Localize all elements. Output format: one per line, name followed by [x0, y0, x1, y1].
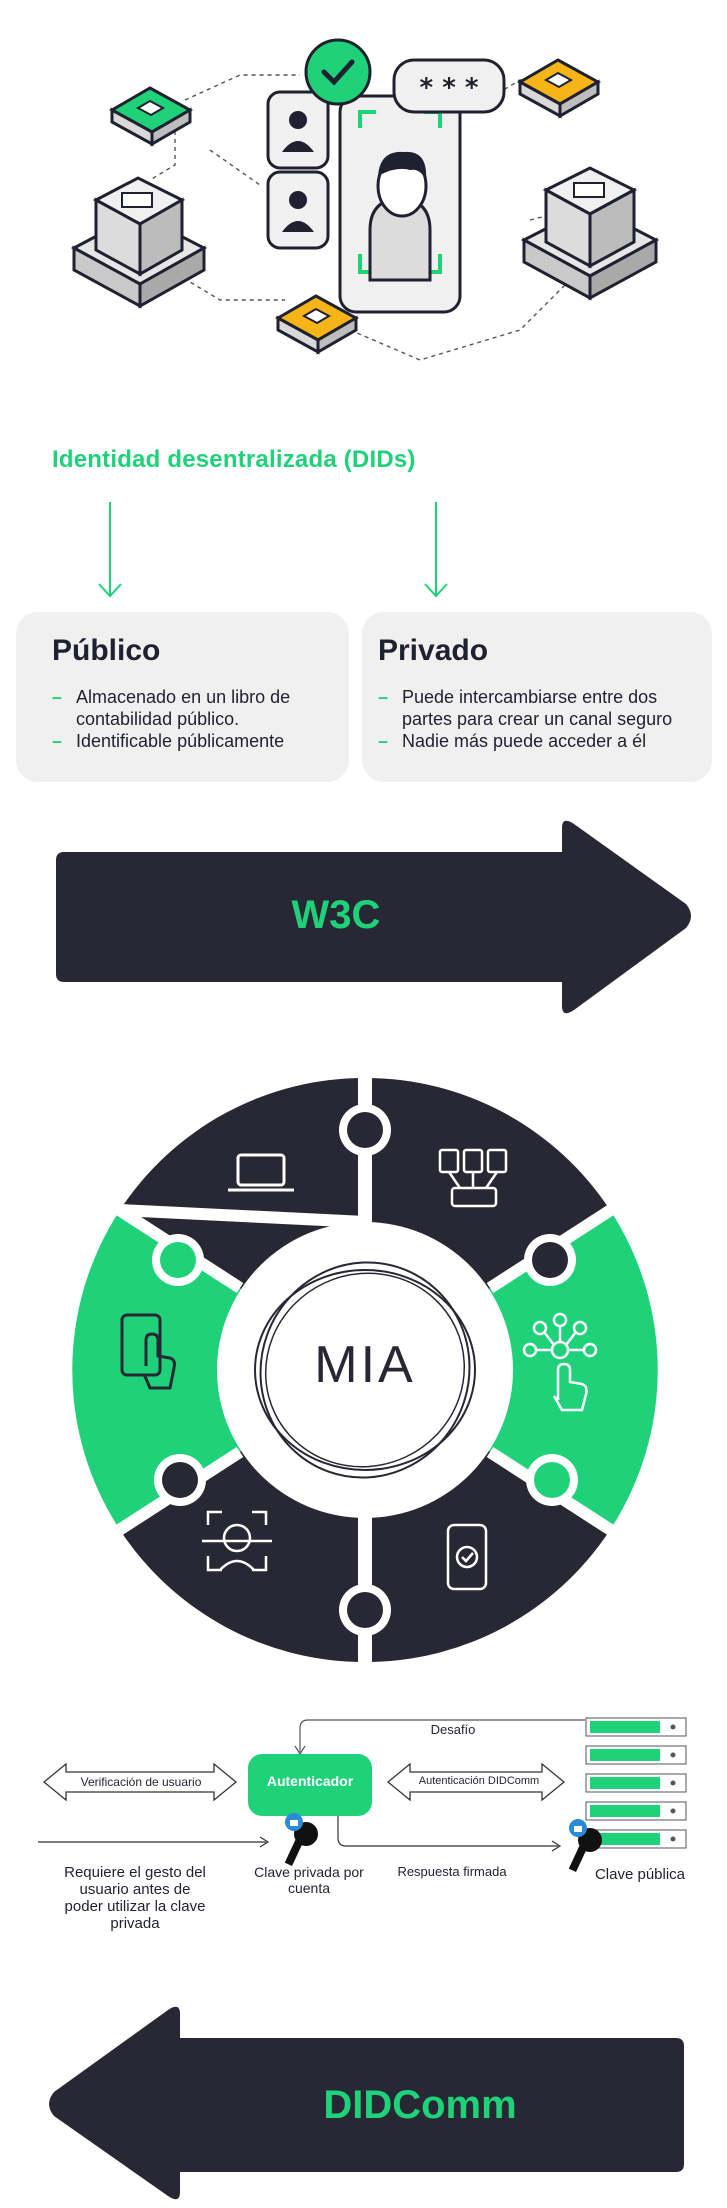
private-list: Puede intercambiarse entre dos partes pa…: [378, 686, 708, 752]
user-card-icon: [266, 170, 330, 250]
touch-phone-icon: [120, 1313, 176, 1390]
public-key-label: Clave pública: [594, 1866, 686, 1883]
didcomm-label: DIDComm: [323, 2083, 517, 2127]
list-item: Almacenado en un libro de contabilidad p…: [52, 686, 342, 730]
yellow-chip-icon: [516, 58, 602, 119]
w3c-label: W3C: [291, 893, 381, 937]
identity-illustration: * * *: [70, 38, 660, 361]
laptop-icon: [228, 1153, 294, 1192]
didcomm-arrow-shape: [49, 2006, 684, 2200]
down-arrow-icon: [98, 502, 122, 598]
public-key-icon: [568, 1819, 602, 1873]
requires-gesture-label: Requiere el gesto del usuario antes de p…: [64, 1864, 206, 1932]
auth-flow-diagram: [38, 1717, 687, 1873]
face-recognition-card-icon: [338, 94, 462, 314]
server-right-icon: [520, 166, 660, 301]
authenticator-box: [248, 1754, 372, 1816]
challenge-label: Desafío: [430, 1722, 476, 1737]
server-left-icon: [70, 176, 208, 309]
authenticator-label: Autenticador: [266, 1773, 354, 1789]
mia-label: MIA: [314, 1336, 416, 1394]
mia-puzzle-ring: [72, 1077, 658, 1663]
server-stack-icon: [585, 1717, 687, 1849]
down-arrow-icon: [424, 502, 448, 598]
phone-check-icon: [446, 1523, 488, 1591]
list-item: Nadie más puede acceder a él: [378, 730, 708, 752]
svg-text:* * *: * * *: [420, 73, 479, 103]
private-did-card: Privado Puede intercambiarse entre dos p…: [362, 612, 712, 782]
public-did-card: Público Almacenado en un libro de contab…: [16, 612, 349, 782]
password-bubble-icon: * * *: [392, 58, 506, 114]
check-badge-icon: [304, 38, 372, 106]
user-verification-label: Verificación de usuario: [80, 1775, 202, 1789]
green-chip-icon: [108, 86, 194, 147]
signed-response-label: Respuesta firmada: [397, 1864, 507, 1879]
face-scan-icon: [202, 1510, 272, 1572]
did-title: Identidad desentralizada (DIDs): [52, 446, 416, 473]
private-key-label: Clave privada por cuenta: [254, 1864, 364, 1896]
didcomm-auth-label: Autenticación DIDComm: [418, 1775, 540, 1787]
public-list: Almacenado en un libro de contabilidad p…: [52, 686, 342, 752]
list-item: Identificable públicamente: [52, 730, 342, 752]
w3c-arrow-shape: [56, 820, 691, 1014]
private-title: Privado: [378, 634, 489, 667]
private-key-icon: [284, 1813, 318, 1867]
yellow-chip-icon: [274, 294, 360, 355]
network-touch-icon: [522, 1312, 598, 1412]
list-item: Puede intercambiarse entre dos partes pa…: [378, 686, 708, 730]
documents-server-icon: [438, 1148, 508, 1208]
public-title: Público: [52, 634, 161, 667]
user-card-icon: [266, 90, 330, 170]
